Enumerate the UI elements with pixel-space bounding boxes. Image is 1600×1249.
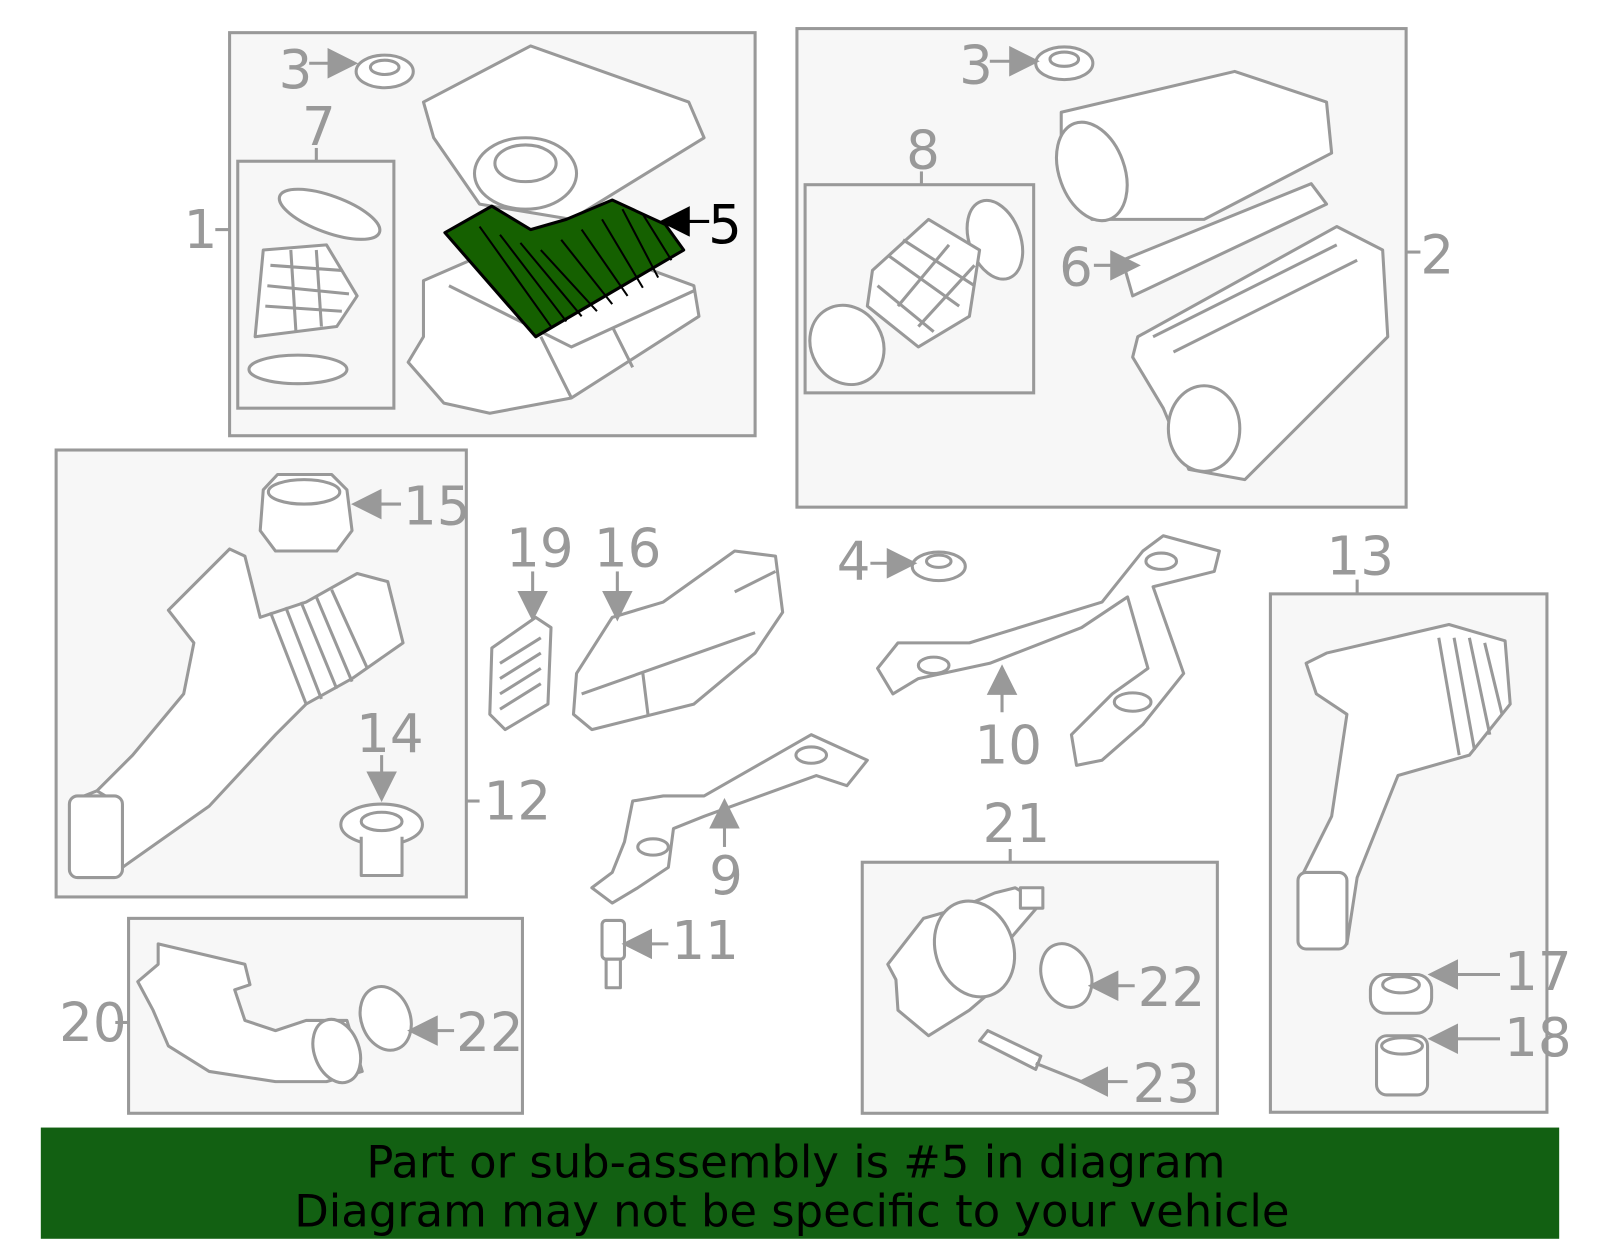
- callout-6: 6: [1059, 237, 1093, 299]
- intake-duct-12: [67, 547, 405, 880]
- callout-22: 22: [456, 1002, 524, 1064]
- air-cleaner-cover-2: [1055, 69, 1334, 223]
- air-filter-element[interactable]: [443, 198, 686, 339]
- callout-14: 14: [356, 703, 424, 765]
- grommet-3b: [1034, 45, 1095, 82]
- callout-7: 7: [302, 96, 336, 158]
- filter-element-6: [1120, 182, 1329, 298]
- air-cleaner-cover: [421, 44, 706, 221]
- gasket-22b: [1039, 942, 1094, 1009]
- callout-8: 8: [906, 119, 940, 181]
- callout-17: 17: [1504, 941, 1572, 1003]
- gasket-22a: [358, 985, 413, 1052]
- callout-12: 12: [484, 770, 552, 832]
- callout-22: 22: [1138, 957, 1206, 1019]
- duct-16: [571, 549, 785, 732]
- bracket-9: [590, 733, 869, 905]
- callout-2: 2: [1420, 224, 1454, 286]
- sensor-11: [600, 918, 627, 990]
- bracket-10: [876, 534, 1221, 767]
- callout-21: 21: [983, 793, 1051, 855]
- banner-line-1: Part or sub-assembly is #5 in diagram: [366, 1136, 1225, 1189]
- intake-duct-13: [1296, 622, 1512, 951]
- info-banner: [40, 1127, 1560, 1239]
- callout-15: 15: [403, 476, 471, 538]
- mass-airflow-sensor-21: [886, 886, 1045, 1038]
- grommet-3a: [354, 53, 415, 90]
- intake-duct-7: [247, 187, 382, 386]
- intake-duct-8: [808, 198, 1025, 387]
- seal-17: [1368, 972, 1434, 1015]
- callout-1: 1: [184, 199, 218, 261]
- callout-20: 20: [59, 992, 127, 1054]
- sensor-23: [978, 1029, 1083, 1084]
- banner-line-2: Diagram may not be specific to your vehi…: [294, 1185, 1289, 1238]
- callout-10: 10: [974, 714, 1042, 776]
- screen-19: [488, 615, 553, 732]
- callout-9: 9: [709, 845, 743, 907]
- grommet-14: [339, 802, 424, 878]
- callout-19: 19: [506, 517, 574, 579]
- callout-13: 13: [1327, 526, 1395, 588]
- seal-18: [1375, 1034, 1430, 1097]
- callout-5-highlighted[interactable]: 5: [708, 194, 742, 256]
- air-cleaner-housing-2: [1131, 225, 1390, 482]
- callout-4: 4: [837, 531, 871, 593]
- resonator-15: [258, 472, 354, 553]
- callout-18: 18: [1504, 1007, 1572, 1069]
- callout-23: 23: [1133, 1053, 1201, 1115]
- callout-3: 3: [959, 35, 993, 97]
- grommet-4: [910, 550, 967, 583]
- callout-11: 11: [671, 910, 739, 972]
- callout-3: 3: [279, 39, 313, 101]
- callout-16: 16: [594, 517, 662, 579]
- duct-20: [136, 942, 364, 1085]
